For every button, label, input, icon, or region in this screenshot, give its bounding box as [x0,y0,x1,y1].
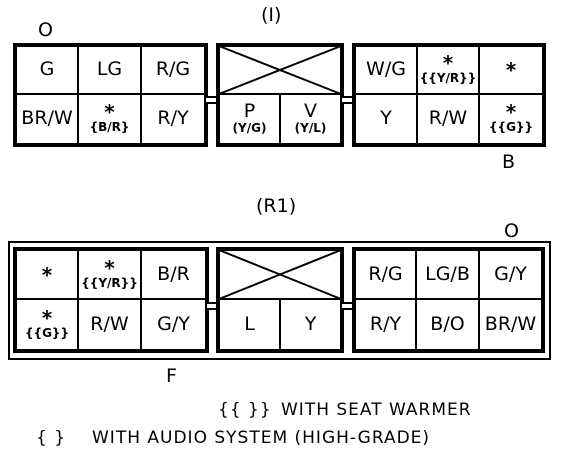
terminal-cell: *{B/R} [77,93,142,145]
terminal-cell: *{{Y/R}} [416,45,480,95]
terminal-cell: LG/B [415,249,480,300]
terminal-cell: V(Y/L) [279,93,342,145]
legend-seat-warmer-symbol: {{ }} [218,400,272,420]
terminal-cell: R/G [354,249,417,300]
terminal-cell: * [15,249,79,300]
terminal-cell: W/G [354,45,418,95]
connector-r1-corner-bottom: F [166,365,177,387]
terminal-cell: *{{G}} [15,298,79,351]
terminal-cell: BR/W [15,93,79,145]
terminal-cell: R/W [416,93,480,145]
connector-r1-corner-top: O [504,220,519,242]
terminal-cell: * [478,45,544,95]
terminal-cell: G/Y [140,298,207,351]
terminal-cell: Y [279,298,342,351]
terminal-cell: LG [77,45,142,95]
connector-r1-title: (R1) [256,195,297,217]
terminal-cell: L [218,298,281,351]
legend-audio-text: WITH AUDIO SYSTEM (HIGH-GRADE) [92,428,431,448]
empty-cavity-cross [218,249,342,300]
connector-i-corner-bottom: B [502,151,516,173]
terminal-cell: R/G [140,45,206,95]
terminal-cell: *{{Y/R}} [77,249,142,300]
connector-i-corner-top: O [38,19,53,41]
terminal-cell: BR/W [478,298,543,351]
terminal-cell: B/O [415,298,480,351]
empty-cavity-cross [218,45,342,95]
terminal-cell: R/W [77,298,142,351]
legend-audio-symbol: { } [36,428,67,448]
terminal-cell: *{{G}} [478,93,544,145]
terminal-cell: G [15,45,79,95]
connector-r1-link-right [342,302,354,310]
terminal-cell: P(Y/G) [218,93,281,145]
terminal-cell: B/R [140,249,207,300]
terminal-cell: R/Y [140,93,206,145]
terminal-cell: Y [354,93,418,145]
terminal-cell: R/Y [354,298,417,351]
connector-i-title: (I) [261,4,282,26]
connector-r1-link-left [207,302,218,310]
connector-i-link-left [206,96,218,104]
terminal-cell: G/Y [478,249,543,300]
connector-i-link-right [342,96,354,104]
legend-seat-warmer-text: WITH SEAT WARMER [281,400,472,420]
